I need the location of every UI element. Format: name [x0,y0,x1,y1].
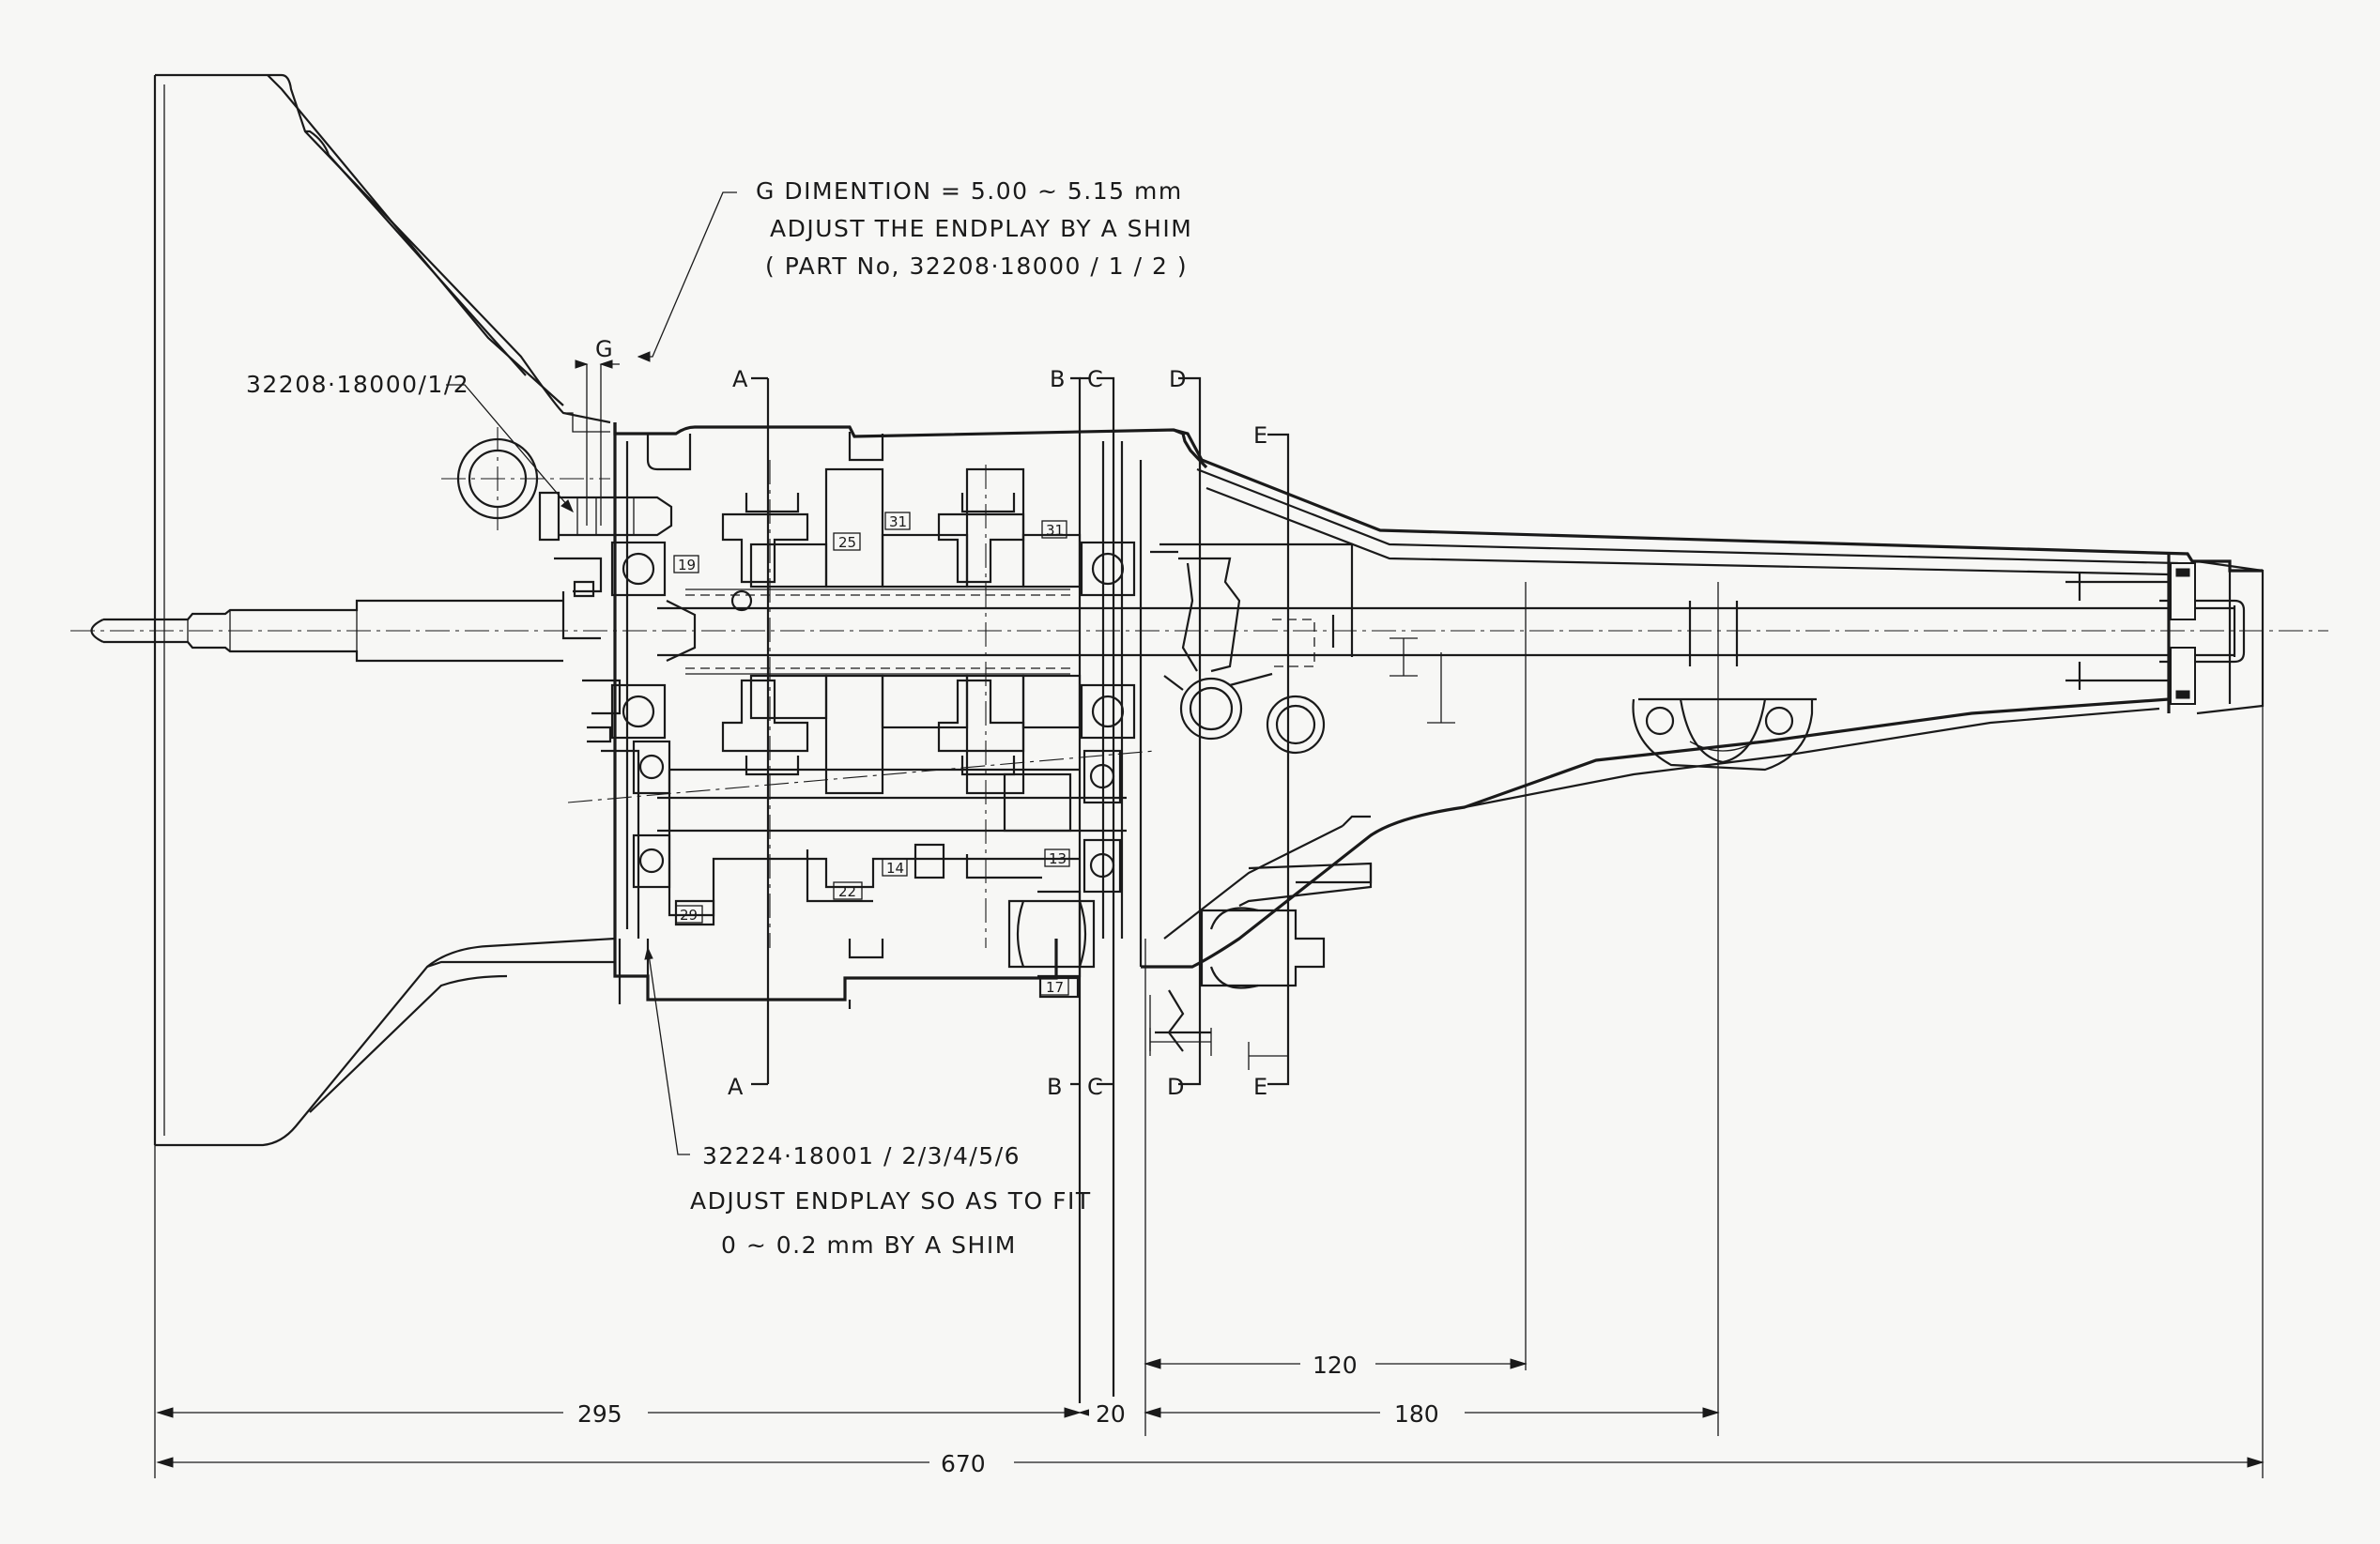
section-labels: A A B C B C D D E E [728,366,1267,1100]
annotation-notes: G DIMENTION = 5.00 ~ 5.15 mm ADJUST THE … [246,177,1192,1259]
dim-20: 20 [1096,1400,1126,1428]
section-d-top: D [1169,366,1186,392]
rear-extension-seal [2065,554,2265,715]
section-e-top: E [1253,422,1267,449]
part-19: 19 [678,557,696,573]
part-17: 17 [1046,979,1064,996]
counter-shaft [657,768,1373,1052]
section-a-bottom: A [728,1074,744,1100]
bell-housing [153,73,616,1147]
main-shaft [657,599,2246,666]
part-31b: 31 [1046,522,1064,539]
dim-180: 180 [1394,1400,1439,1428]
dim-670: 670 [941,1450,986,1477]
section-b-top: B [1050,366,1065,392]
g-label: G [595,336,613,362]
section-c-bottom: C [1087,1074,1103,1100]
section-b-bottom: B [1047,1074,1062,1100]
dim-120: 120 [1313,1352,1358,1379]
release-fork-boss [441,427,610,530]
part-29: 29 [680,907,698,924]
g-dimension-note: G DIMENTION = 5.00 ~ 5.15 mm [756,177,1183,205]
section-e-bottom: E [1253,1074,1267,1100]
leader-lines [446,191,737,1155]
front-drain-plug [538,491,673,640]
g-endplay-note: ADJUST THE ENDPLAY BY A SHIM [770,215,1192,242]
part-13: 13 [1049,850,1067,867]
section-c-top: C [1087,366,1103,392]
transmission-case [613,422,2263,1009]
main-gears [666,467,1082,795]
part-22: 22 [838,883,856,900]
dim-295: 295 [577,1400,622,1428]
section-lines [751,376,1290,1403]
part-25: 25 [838,534,856,551]
g-part-note: ( PART No, 32208·18000 / 1 / 2 ) [765,252,1188,280]
bearings [610,541,1136,894]
endplay-adjust-note: ADJUST ENDPLAY SO AS TO FIT [690,1187,1092,1215]
endplay-tolerance-note: 0 ~ 0.2 mm BY A SHIM [721,1231,1017,1259]
input-shaft [70,599,2328,663]
dimension-lines [154,359,2265,1478]
shim-part-label: 32208·18000/1/2 [246,371,469,398]
part-14: 14 [886,860,904,877]
part-number-tags: 19 25 31 31 22 14 13 29 17 [673,512,1070,996]
section-a-top: A [732,366,748,392]
part-31a: 31 [889,513,907,530]
center-lines [567,460,1156,948]
endplay-part-number: 32224·18001 / 2/3/4/5/6 [702,1142,1021,1169]
dimension-values: 295 20 180 120 670 [563,1348,1465,1477]
section-d-bottom: D [1167,1074,1184,1100]
shift-selector [1163,557,1326,755]
